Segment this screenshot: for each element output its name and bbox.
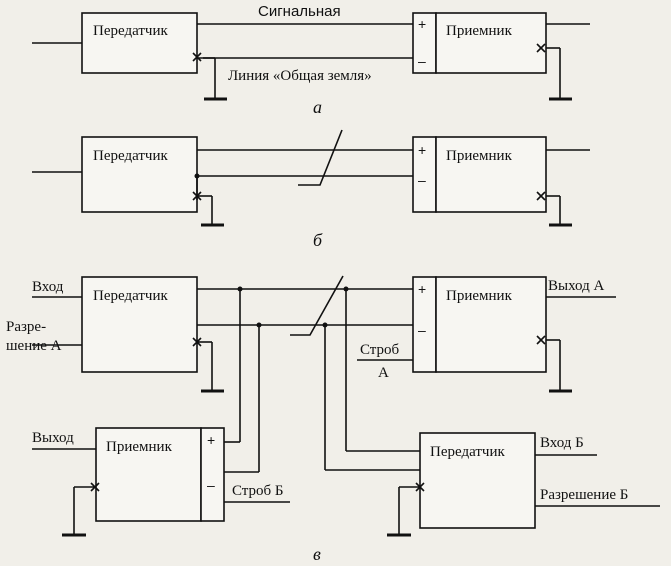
enable-a-label-1: Разре- <box>6 319 46 335</box>
transmitter-block-a2 <box>81 276 198 373</box>
figure-a: Передатчик Сигнальная Линия «Общая земля… <box>32 3 590 117</box>
strobe-b-label: Строб Б <box>232 483 284 499</box>
receiver-label-a: Приемник <box>446 23 513 39</box>
receiver-input-section-c-b <box>200 427 225 522</box>
minus-sign-c-b: – <box>207 477 215 493</box>
strobe-a-label-2: А <box>378 365 389 381</box>
x-mark-tx-a <box>192 52 202 62</box>
figure-b: Передатчик + – Приемник б <box>32 129 590 250</box>
receiver-label-c-a: Приемник <box>446 288 513 304</box>
caption-c: в <box>313 544 321 564</box>
transmitter-block-c-b <box>419 432 536 529</box>
transmitter-label-b: Передатчик <box>93 148 168 164</box>
input-b-label: Вход Б <box>540 435 584 451</box>
minus-sign-a: – <box>418 53 426 69</box>
minus-sign-c-a: – <box>418 322 426 338</box>
caption-b: б <box>313 230 323 250</box>
strobe-a-label-1: Строб <box>360 342 400 358</box>
enable-a-label-2: шение А <box>6 338 62 354</box>
receiver-label-b: Приемник <box>446 148 513 164</box>
output-b-label: Выход <box>32 430 74 446</box>
ground-line-label: Линия «Общая земля» <box>228 68 372 84</box>
x-mark-rx-c-a <box>536 335 546 345</box>
transmitter-label-c-b: Передатчик <box>430 444 505 460</box>
x-mark-rx-a <box>536 43 546 53</box>
figure-c: Передатчик Вход Разре- шение А + – Прием… <box>6 275 660 564</box>
signal-line-label: Сигнальная <box>258 3 341 20</box>
input-a-label: Вход <box>32 279 64 295</box>
receiver-block-b <box>435 136 547 213</box>
output-a-label: Выход А <box>548 278 604 294</box>
plus-sign-c-a: + <box>418 281 426 297</box>
twist-symbol-b <box>298 129 343 186</box>
transmitter-block-a <box>81 12 198 74</box>
enable-b-label: Разрешение Б <box>540 487 628 503</box>
minus-sign-b: – <box>418 172 426 188</box>
plus-sign-b: + <box>418 142 426 158</box>
plus-sign-a: + <box>418 16 426 32</box>
x-mark-rx-b <box>536 191 546 201</box>
receiver-label-c-b: Приемник <box>106 439 173 455</box>
receiver-block-c-b <box>95 427 202 522</box>
transmitter-label-c-a: Передатчик <box>93 288 168 304</box>
transmitter-label-a: Передатчик <box>93 23 168 39</box>
receiver-block-c-a <box>435 276 547 373</box>
twist-symbol-c <box>290 275 344 336</box>
plus-sign-c-b: + <box>207 432 215 448</box>
receiver-block-a <box>435 12 547 74</box>
caption-a: а <box>313 97 322 117</box>
